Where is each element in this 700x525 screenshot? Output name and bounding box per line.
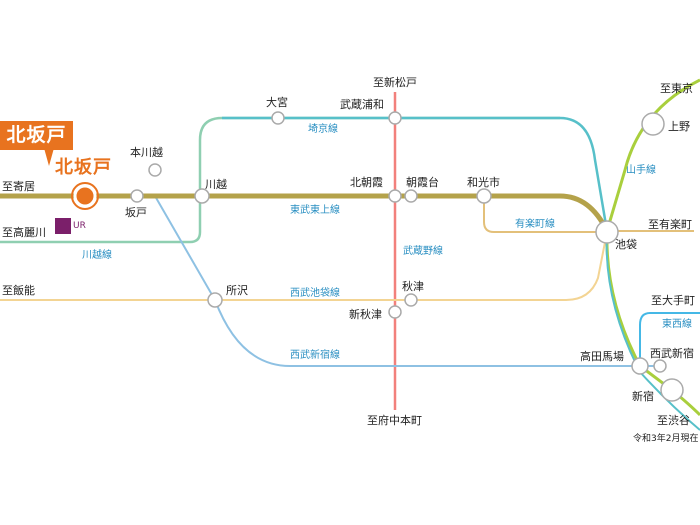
station-marker-asakadai [404, 189, 418, 203]
station-marker-tokorozawa [207, 292, 223, 308]
seibu-ikebukuro-line [0, 231, 608, 301]
station-label-sakado: 坂戸 [125, 206, 147, 219]
line-label-saikyo: 埼京線 [308, 122, 338, 135]
direction-fuchuhonmachi: 至府中本町 [367, 413, 422, 427]
callout-tail [44, 148, 54, 166]
station-marker-ikebukuro [595, 220, 619, 244]
station-marker-akitsu [404, 293, 418, 307]
highlight-station-name: 北坂戸 [55, 157, 112, 178]
yurakucho-line [483, 196, 607, 233]
station-marker-shinakitsu [388, 305, 402, 319]
kawagoe-line [0, 116, 560, 244]
station-marker-seibushinjuku [653, 359, 667, 373]
station-label-seibushinjuku: 西武新宿 [650, 346, 694, 360]
ur-logo-text: UR [73, 221, 86, 231]
station-marker-musashiurawa [388, 111, 402, 125]
line-label-kawagoe: 川越線 [82, 248, 112, 261]
station-marker-omiya [271, 111, 285, 125]
station-marker-kitaasaka [388, 189, 402, 203]
station-marker-ueno [641, 112, 665, 136]
station-label-tokorozawa: 所沢 [226, 283, 248, 297]
station-marker-kawagoe [194, 188, 210, 204]
tozai-line [639, 312, 700, 366]
station-callout: 北坂戸 [6, 124, 67, 146]
station-label-wakoshi: 和光市 [467, 175, 500, 189]
line-label-yamanote: 山手線 [626, 163, 656, 176]
date-note: 令和3年2月現在 [633, 434, 699, 444]
station-label-ueno: 上野 [668, 120, 690, 133]
line-label-musashino: 武蔵野線 [403, 244, 443, 257]
station-label-takadanobaba: 高田馬場 [580, 349, 624, 363]
station-label-asakadai: 朝霞台 [406, 175, 439, 189]
callout-background [0, 121, 73, 150]
direction-hanno: 至飯能 [2, 283, 35, 297]
direction-yorii: 至寄居 [2, 179, 35, 193]
station-marker-shinjuku [660, 378, 684, 402]
line-label-tojo: 東武東上線 [290, 203, 340, 216]
station-marker-kitasakado [73, 184, 97, 208]
station-label-omiya: 大宮 [266, 95, 288, 109]
station-label-kitaasaka: 北朝霞 [350, 176, 383, 189]
station-label-kawagoe: 川越 [205, 177, 227, 191]
station-label-shinakitsu: 新秋津 [349, 307, 382, 321]
station-label-shinjuku: 新宿 [632, 389, 654, 403]
direction-otemachi: 至大手町 [651, 293, 695, 307]
saikyo-line [222, 116, 609, 232]
station-label-ikebukuro: 池袋 [615, 237, 637, 251]
station-marker-honkawagoe [148, 163, 162, 177]
direction-shibuya: 至渋谷 [657, 414, 690, 427]
station-label-honkawagoe: 本川越 [130, 145, 163, 159]
station-marker-takadanobaba [631, 357, 649, 375]
line-label-seibu-ikebukuro: 西武池袋線 [290, 286, 340, 299]
line-label-yurakucho: 有楽町線 [515, 217, 555, 230]
ur-logo [55, 218, 71, 234]
station-label-akitsu: 秋津 [402, 279, 424, 293]
line-label-tozai: 東西線 [662, 317, 692, 330]
direction-yurakucho: 至有楽町 [648, 217, 692, 231]
line-label-seibu-shinjuku: 西武新宿線 [290, 348, 340, 361]
direction-shinmatsudo: 至新松戸 [373, 75, 417, 89]
direction-komagawa: 至高麗川 [2, 225, 46, 239]
direction-tokyo: 至東京 [660, 81, 693, 95]
station-label-musashiurawa: 武蔵浦和 [340, 98, 384, 111]
station-marker-sakado [130, 189, 144, 203]
station-marker-wakoshi [476, 188, 492, 204]
